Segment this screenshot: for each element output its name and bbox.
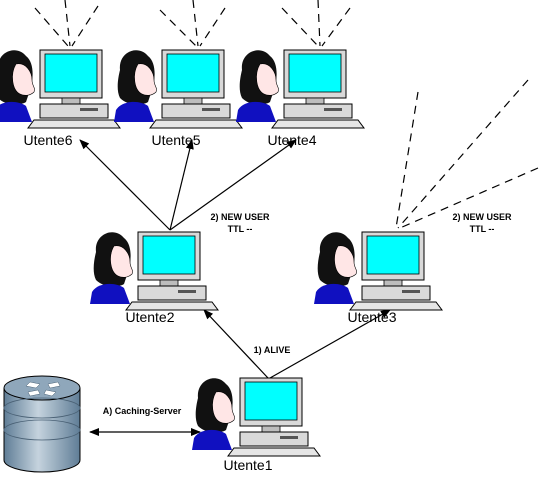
station-utente6 [0, 49, 121, 129]
label-utente2: Utente2 [125, 309, 174, 325]
label-utente1: Utente1 [223, 457, 272, 473]
station-utente3 [313, 231, 443, 311]
station-utente5 [113, 49, 243, 129]
edge-label-ttl-right: TTL -- [470, 224, 495, 234]
station-utente4 [235, 49, 365, 129]
edge-label-ttl-left: TTL -- [228, 224, 253, 234]
edge-label-new-user-right: 2) NEW USER [452, 212, 512, 222]
station-utente1 [191, 377, 321, 457]
edge-label-caching-server: A) Caching-Server [103, 406, 182, 416]
label-utente4: Utente4 [267, 132, 316, 148]
caching-server [3, 375, 81, 473]
station-utente2 [89, 231, 219, 311]
incoming-signals [34, 0, 539, 229]
connections [79, 139, 391, 436]
label-utente3: Utente3 [347, 309, 396, 325]
edge-label-alive: 1) ALIVE [254, 345, 291, 355]
label-utente6: Utente6 [23, 132, 72, 148]
label-utente5: Utente5 [151, 132, 200, 148]
edge-label-new-user-left: 2) NEW USER [210, 212, 270, 222]
